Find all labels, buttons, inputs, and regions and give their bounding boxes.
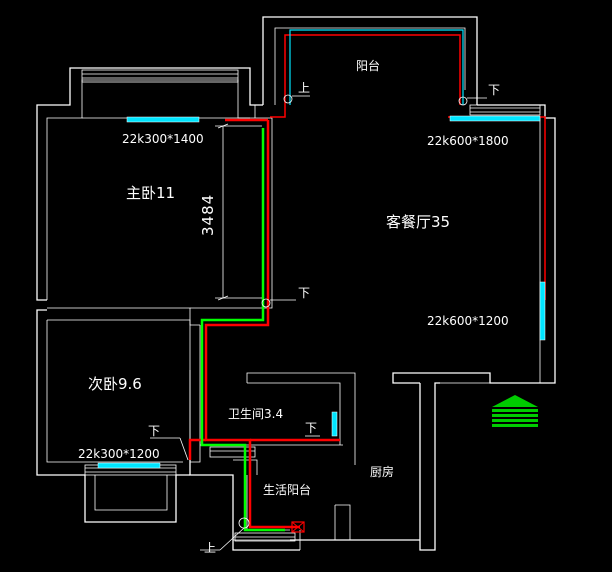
walls [36, 16, 556, 551]
marker-down-second: 下 [148, 424, 160, 438]
north-arrow-icon [492, 395, 538, 427]
radiator-second [97, 462, 161, 469]
window-hatches [81, 69, 541, 542]
marker-up-utility: 上 [204, 541, 216, 555]
marker-down-balcony: 下 [488, 83, 500, 97]
room-label-master: 主卧11 [126, 184, 175, 202]
room-label-kitchen: 厨房 [370, 464, 394, 479]
marker-down-master: 下 [298, 286, 310, 300]
marker-up-balcony: 上 [298, 81, 310, 95]
supply-pipe [270, 34, 546, 300]
radiators [97, 115, 546, 469]
radiator-living [539, 281, 546, 341]
radiator-label-living: 22k600*1200 [427, 314, 509, 328]
room-label-bath: 卫生间3.4 [228, 407, 283, 421]
radiator-label-master: 22k300*1400 [122, 132, 204, 146]
red-valve [291, 521, 305, 533]
room-label-living: 客餐厅35 [386, 213, 450, 231]
radiator-bath [331, 411, 338, 437]
room-label-utility: 生活阳台 [263, 482, 311, 497]
riser-markers [150, 94, 487, 551]
radiator-master [126, 116, 200, 123]
room-label-second: 次卧9.6 [88, 375, 142, 393]
cyan-pipe [289, 29, 464, 105]
dimension-label: 3484 [199, 194, 217, 236]
return-pipe [200, 128, 285, 532]
marker-down-bath: 下 [305, 421, 317, 435]
radiator-balcony [449, 115, 541, 122]
dimension-line [215, 123, 262, 301]
room-label-balcony: 阳台 [356, 58, 380, 73]
main-red-run [188, 118, 340, 529]
radiator-label-balcony: 22k600*1800 [427, 134, 509, 148]
radiator-label-second: 22k300*1200 [78, 447, 160, 461]
